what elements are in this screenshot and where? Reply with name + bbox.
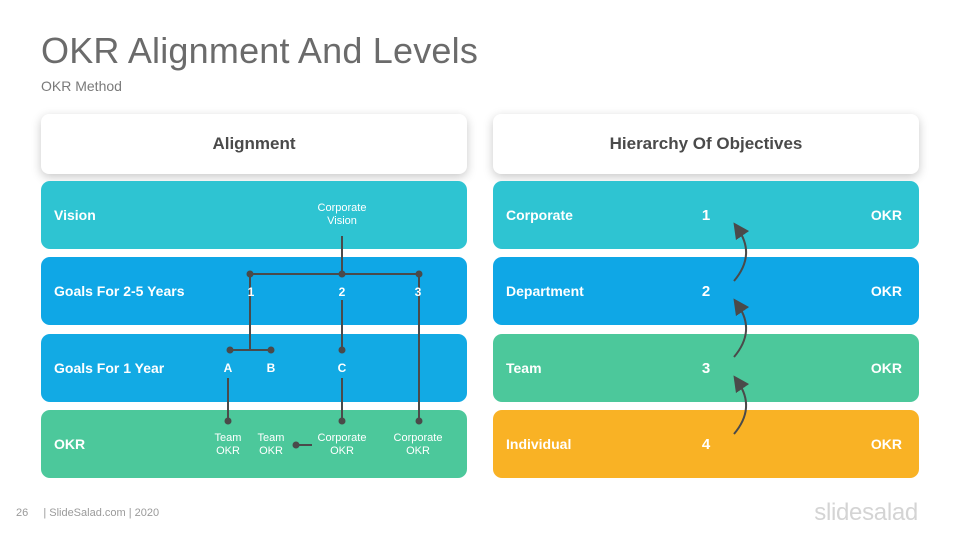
arrow-up-icon (733, 222, 750, 282)
year-goal-node-c: C (337, 361, 347, 375)
footer-text: | SlideSalad.com | 2020 (43, 507, 160, 519)
hierarchy-header-label: Hierarchy Of Objectives (609, 134, 803, 153)
hierarchy-row-label: Corporate (506, 207, 573, 223)
hierarchy-row-team: Team 3 OKR (493, 334, 919, 402)
goal-node-3: 3 (414, 285, 422, 299)
hierarchy-row-number: 3 (701, 359, 711, 377)
footer: 26 | SlideSalad.com | 2020 (16, 507, 159, 519)
goal-node-2: 2 (338, 285, 346, 299)
hierarchy-row-number: 1 (701, 206, 711, 224)
hierarchy-row-label: Department (506, 283, 584, 299)
alignment-row-okr: OKR (41, 410, 467, 478)
hierarchy-row-label: Team (506, 360, 542, 376)
corporate-vision-label: Corporate (317, 202, 367, 214)
hierarchy-header-card: Hierarchy Of Objectives (493, 114, 919, 174)
hierarchy-row-department: Department 2 OKR (493, 257, 919, 325)
alignment-row-label: Goals For 2-5 Years (54, 283, 185, 299)
alignment-row-label: Vision (54, 207, 96, 223)
slidesalad-logo: slidesalad (814, 499, 918, 526)
arrow-up-icon (733, 298, 750, 358)
alignment-row-label: Goals For 1 Year (54, 360, 165, 376)
alignment-row-vision: Vision (41, 181, 467, 249)
hierarchy-row-label: Individual (506, 436, 572, 452)
year-goal-node-a: A (223, 361, 233, 375)
hierarchy-row-okr: OKR (870, 283, 902, 299)
goal-node-1: 1 (247, 285, 255, 299)
hierarchy-row-number: 2 (701, 282, 711, 300)
alignment-header-card: Alignment (41, 114, 467, 174)
alignment-header-label: Alignment (212, 134, 296, 153)
page-number: 26 (16, 507, 29, 519)
hierarchy-row-number: 4 (701, 435, 711, 453)
arrow-up-icon (733, 375, 750, 435)
corporate-vision-node: Corporate Vision (318, 202, 367, 228)
hierarchy-row-corporate: Corporate 1 OKR (493, 181, 919, 249)
page-subtitle: OKR Method (41, 78, 122, 94)
hierarchy-row-okr: OKR (870, 207, 902, 223)
corporate-vision-label-2: Vision (327, 215, 357, 227)
hierarchy-row-okr: OKR (870, 360, 902, 376)
hierarchy-row-okr: OKR (870, 436, 902, 452)
hierarchy-row-individual: Individual 4 OKR (493, 410, 919, 478)
alignment-row-label: OKR (54, 436, 86, 452)
year-goal-node-b: B (266, 361, 276, 375)
alignment-row-goals-1-year: Goals For 1 Year (41, 334, 467, 402)
page-title: OKR Alignment And Levels (41, 30, 479, 71)
alignment-row-goals-2-5-years: Goals For 2-5 Years (41, 257, 467, 325)
